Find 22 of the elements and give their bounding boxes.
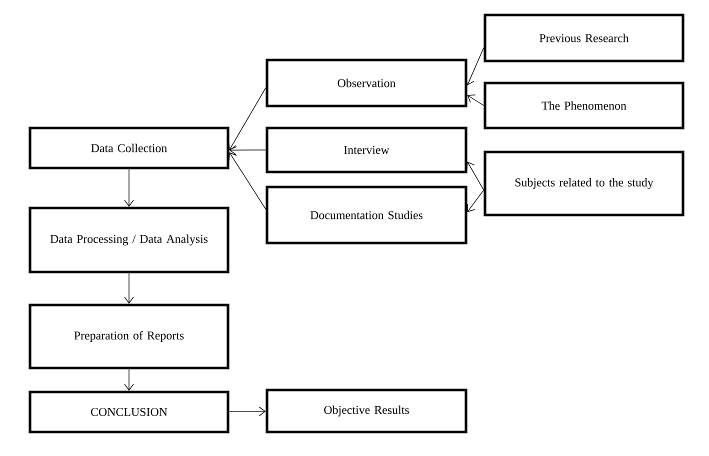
process-box: Subjects related to the study xyxy=(484,150,684,216)
arrow xyxy=(465,47,484,86)
arrow xyxy=(124,272,134,304)
process-box: Previous Research xyxy=(484,14,684,62)
process-box: Documentation Studies xyxy=(266,186,468,244)
arrow xyxy=(467,94,484,106)
process-box: CONCLUSION xyxy=(28,390,230,434)
process-box: Observation xyxy=(266,58,468,108)
process-box: Objective Results xyxy=(266,388,468,434)
process-box: Data Processing / Data Analysis xyxy=(28,206,230,274)
arrow xyxy=(124,368,134,391)
arrow xyxy=(124,168,134,207)
process-box: Data Collection xyxy=(28,126,230,170)
arrow xyxy=(228,406,266,416)
process-box: Interview xyxy=(266,126,468,174)
process-box: The Phenomenon xyxy=(484,82,684,130)
arrow xyxy=(467,190,484,212)
arrow xyxy=(228,88,266,150)
process-box: Preparation of Reports xyxy=(28,304,230,370)
arrow xyxy=(466,162,484,190)
arrow xyxy=(229,145,266,155)
arrow xyxy=(228,152,266,210)
